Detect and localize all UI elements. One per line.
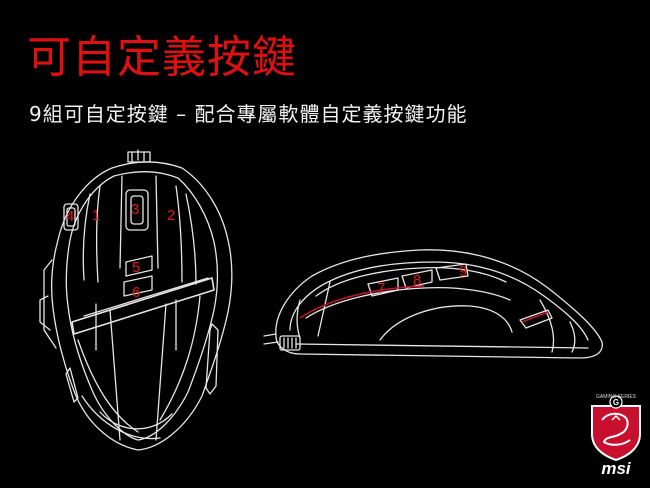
button-label-2: 2: [167, 207, 175, 224]
button-label-4: 4: [66, 208, 74, 225]
mouse-side-view: [263, 249, 603, 359]
logo-g-letter: G: [613, 398, 619, 407]
button-label-7: 7: [377, 280, 385, 297]
logo-brand-text: msi: [601, 459, 632, 478]
button-label-8: 8: [413, 272, 421, 289]
button-label-5: 5: [132, 259, 140, 276]
dragon-shield-icon: [591, 395, 641, 462]
side-red-accents: [299, 285, 549, 323]
button-label-3: 3: [131, 201, 139, 218]
button-label-9: 9: [459, 263, 467, 280]
button-label-1: 1: [92, 207, 100, 224]
mouse-top-view: [39, 149, 233, 451]
slide-subtitle: 9組可自定按鍵 – 配合專屬軟體自定義按鍵功能: [29, 102, 468, 126]
logo-gaming-text: GAMING SERIES: [596, 394, 637, 400]
button-label-6: 6: [132, 284, 140, 301]
slide-title: 可自定義按鍵: [27, 32, 297, 83]
msi-logo: G GAMING SERIES msi: [591, 394, 641, 478]
